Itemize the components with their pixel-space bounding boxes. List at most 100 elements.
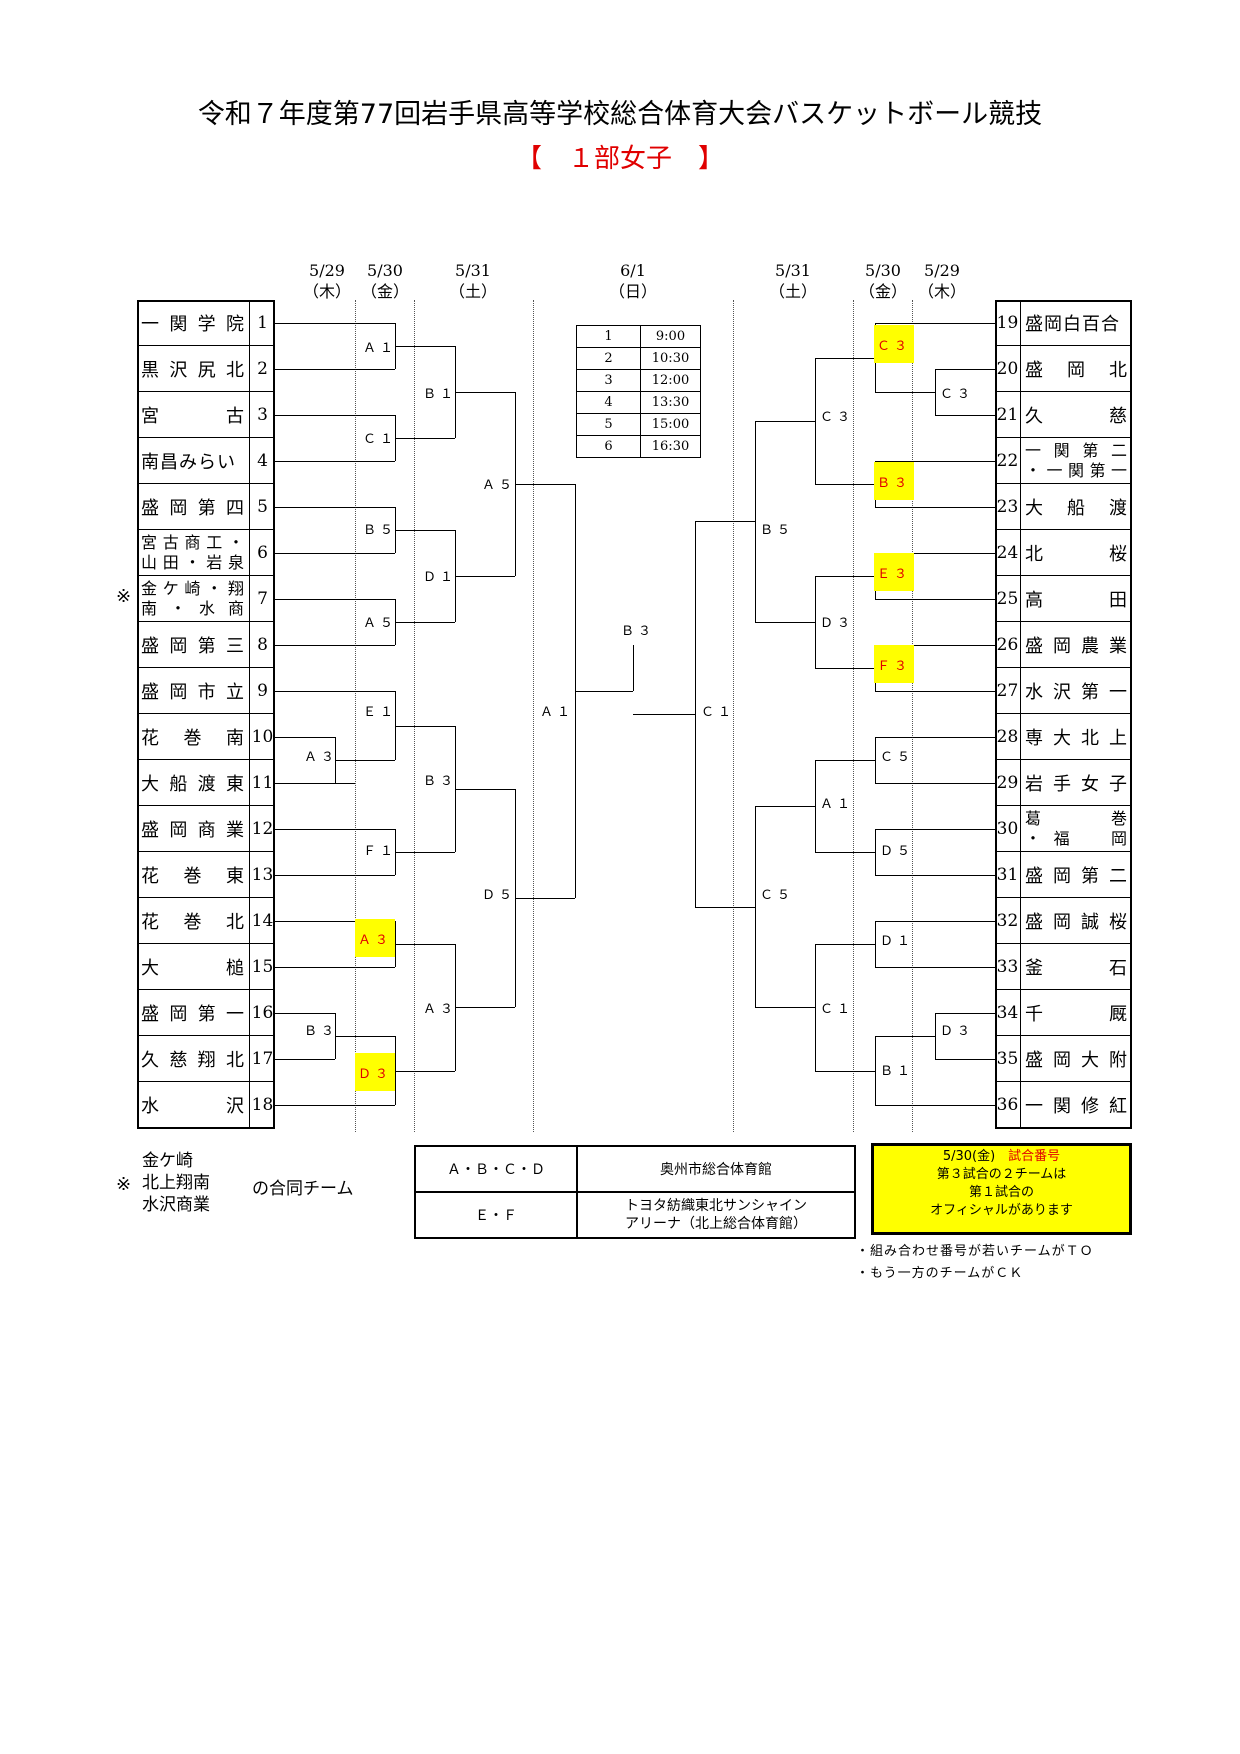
date-header-right-2: 5/30（金） xyxy=(858,261,907,301)
team-number: 16 xyxy=(249,990,275,1036)
bracket-line xyxy=(515,898,575,899)
highlighted-game-label: Ｄ３ xyxy=(355,1053,395,1091)
game-label: Ｄ５ xyxy=(880,844,915,859)
left-team-frame xyxy=(137,300,275,1129)
team-number: 24 xyxy=(995,530,1021,576)
bracket-line xyxy=(355,691,395,692)
joint-team-mark: ※ xyxy=(116,586,132,607)
team-number: 10 xyxy=(249,714,275,760)
bracket-line xyxy=(395,725,455,727)
bracket-line xyxy=(815,576,875,577)
bracket-line xyxy=(875,691,912,692)
notice-date: 5/30(金) xyxy=(942,1149,996,1164)
game-time: 12:00 xyxy=(640,369,701,392)
bracket-line xyxy=(875,1036,912,1037)
team-name: 盛岡第二 xyxy=(1021,852,1132,898)
game-number: 2 xyxy=(576,347,641,370)
bracket-line xyxy=(875,921,912,922)
team-name: 花巻南 xyxy=(137,714,249,760)
joint-note-mark: ※ xyxy=(116,1174,132,1195)
team-number: 36 xyxy=(995,1082,1021,1128)
bracket-line xyxy=(935,415,995,416)
page-subtitle: 【 １部女子 】 xyxy=(515,144,724,174)
bracket-line xyxy=(275,875,355,876)
team-name: 大槌 xyxy=(137,944,249,990)
team-number: 27 xyxy=(995,668,1021,714)
bracket-line xyxy=(875,1036,876,1105)
bracket-line xyxy=(815,852,875,853)
team-number: 34 xyxy=(995,990,1021,1036)
team-name: 盛岡誠桜 xyxy=(1021,898,1132,944)
game-label: Ｃ１ xyxy=(701,705,736,720)
bracket-line xyxy=(275,599,355,600)
bracket-line xyxy=(875,461,995,462)
bracket-line xyxy=(395,438,455,439)
team-name: 金ケ崎・翔南・水商 xyxy=(137,576,249,622)
bracket-line xyxy=(912,1036,935,1037)
team-number: 31 xyxy=(995,852,1021,898)
bracket-line xyxy=(275,1105,395,1106)
bracket-line xyxy=(875,553,995,554)
team-number: 14 xyxy=(249,898,275,944)
bracket-line xyxy=(335,760,355,761)
team-name: 盛岡商業 xyxy=(137,806,249,852)
bracket-line xyxy=(335,1036,355,1037)
bracket-line xyxy=(355,967,395,968)
notice-line: オフィシャルがあります xyxy=(930,1203,1073,1218)
team-name: 盛岡市立 xyxy=(137,668,249,714)
bracket-line xyxy=(815,357,816,484)
bracket-line xyxy=(755,420,815,422)
game-time: 13:30 xyxy=(640,391,701,414)
venue-table: Ａ・Ｂ・Ｃ・Ｄ 奥州市総合体育館 Ｅ・Ｆ トヨタ紡織東北サンシャインアリーナ（北… xyxy=(414,1145,856,1239)
joint-team-name: 水沢商業 xyxy=(142,1195,210,1215)
bracket-line xyxy=(875,829,995,830)
bracket-line xyxy=(633,645,634,691)
team-name: 南昌みらい xyxy=(137,438,249,484)
right-team-frame xyxy=(995,300,1132,1129)
bracket-line xyxy=(875,1105,912,1106)
game-label: Ａ１ xyxy=(363,341,398,356)
bracket-line xyxy=(275,323,355,324)
bracket-line xyxy=(875,829,912,830)
team-number: 29 xyxy=(995,760,1021,806)
highlighted-game-label: Ｂ３ xyxy=(874,462,914,500)
bracket-line xyxy=(275,1013,335,1014)
bracket-line xyxy=(455,392,515,393)
team-number: 13 xyxy=(249,852,275,898)
bracket-line xyxy=(875,737,995,738)
team-number: 5 xyxy=(249,484,275,530)
team-number: 17 xyxy=(249,1036,275,1082)
bracket-line xyxy=(875,967,995,968)
game-label: Ｃ３ xyxy=(820,410,855,425)
game-label: Ａ１ xyxy=(540,705,575,720)
team-name: 水沢第一 xyxy=(1021,668,1132,714)
team-number: 15 xyxy=(249,944,275,990)
bracket-line xyxy=(875,599,912,600)
team-number: 26 xyxy=(995,622,1021,668)
game-label: Ｅ１ xyxy=(363,705,398,720)
team-number: 32 xyxy=(995,898,1021,944)
team-name: 久慈翔北 xyxy=(137,1036,249,1082)
venue-name: 奥州市総合体育館 xyxy=(576,1145,856,1193)
bracket-line xyxy=(695,906,755,908)
highlighted-game-label: Ｆ３ xyxy=(874,645,914,683)
team-number: 11 xyxy=(249,760,275,806)
bracket-line xyxy=(875,875,912,876)
team-name: 一関学院 xyxy=(137,300,249,346)
game-label: Ｄ１ xyxy=(423,570,458,585)
game-label: Ａ５ xyxy=(482,478,517,493)
team-name: 葛 巻・福 岡 xyxy=(1021,806,1132,852)
team-number: 19 xyxy=(995,300,1021,346)
bracket-line xyxy=(275,461,355,462)
bracket-line xyxy=(875,737,912,738)
bracket-line xyxy=(755,806,815,807)
bracket-line xyxy=(395,622,455,623)
bracket-line xyxy=(875,737,876,783)
bracket-line xyxy=(815,576,816,668)
venue-courts: Ｅ・Ｆ xyxy=(414,1191,578,1239)
bracket-line xyxy=(575,691,633,692)
